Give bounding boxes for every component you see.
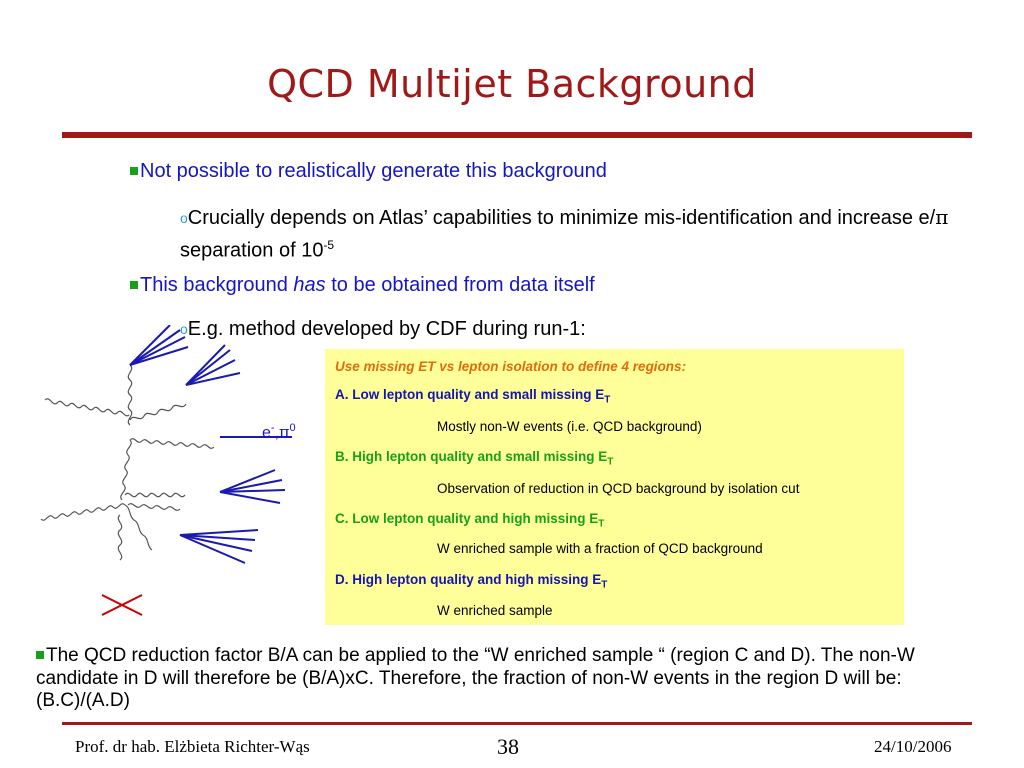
region-c-text: C. Low lepton quality and high missing E bbox=[335, 511, 599, 526]
subbullet-text-tail: separation of 10 bbox=[180, 239, 324, 262]
bullet-text-pre: This background bbox=[140, 274, 294, 296]
page-number: 38 bbox=[497, 734, 519, 759]
pion-charge: 0 bbox=[289, 422, 296, 434]
pi-symbol: π bbox=[935, 205, 949, 229]
gluon-lines bbox=[40, 364, 215, 561]
electron-label: e bbox=[262, 424, 271, 442]
regions-box: Use missing ET vs lepton isolation to de… bbox=[325, 349, 904, 625]
region-c-desc: W enriched sample with a fraction of QCD… bbox=[437, 541, 763, 556]
circle-bullet-icon: o bbox=[180, 210, 188, 226]
regions-header: Use missing ET vs lepton isolation to de… bbox=[335, 359, 687, 374]
subbullet-atlas: oCrucially depends on Atlas’ capabilitie… bbox=[180, 204, 980, 265]
subscript-t: T bbox=[604, 394, 611, 406]
jet-diagram bbox=[40, 325, 292, 616]
region-a-text: A. Low lepton quality and small missing … bbox=[335, 387, 605, 402]
cross-icon bbox=[101, 594, 143, 616]
subscript-t: T bbox=[598, 518, 605, 530]
region-b-desc: Observation of reduction in QCD backgrou… bbox=[437, 481, 800, 496]
region-c-label: C. Low lepton quality and high missing E… bbox=[335, 511, 604, 530]
subscript-t: T bbox=[607, 456, 614, 468]
square-bullet-icon bbox=[36, 651, 44, 659]
square-bullet-icon bbox=[130, 167, 138, 175]
pion-label: π bbox=[279, 422, 290, 442]
bottom-paragraph: The QCD reduction factor B/A can be appl… bbox=[36, 645, 996, 713]
region-a-label: A. Low lepton quality and small missing … bbox=[335, 387, 610, 406]
region-b-label: B. High lepton quality and small missing… bbox=[335, 449, 613, 468]
bottom-text: The QCD reduction factor B/A can be appl… bbox=[36, 645, 915, 711]
slide-title: QCD Multijet Background bbox=[267, 62, 757, 106]
region-d-label: D. High lepton quality and high missing … bbox=[335, 572, 607, 591]
region-b-text: B. High lepton quality and small missing… bbox=[335, 449, 608, 464]
subbullet-text: Crucially depends on Atlas’ capabilities… bbox=[187, 207, 936, 229]
bullet-not-possible: Not possible to realistically generate t… bbox=[130, 160, 607, 183]
bullet-text: Not possible to realistically generate t… bbox=[140, 160, 607, 182]
region-d-text: D. High lepton quality and high missing … bbox=[335, 572, 602, 587]
subbullet-cdf: oE.g. method developed by CDF during run… bbox=[180, 318, 586, 341]
bullet-from-data: This background has to be obtained from … bbox=[130, 274, 595, 297]
title-divider bbox=[62, 132, 972, 138]
region-d-desc: W enriched sample bbox=[437, 603, 553, 618]
square-bullet-icon bbox=[130, 281, 138, 289]
bullet-emphasis: has bbox=[293, 274, 326, 296]
region-a-desc: Mostly non-W events (i.e. QCD background… bbox=[437, 419, 702, 434]
electron-pion-label: e-,π0 bbox=[262, 422, 296, 442]
footer-date: 24/10/2006 bbox=[874, 737, 952, 756]
jet-lines bbox=[129, 325, 292, 564]
circle-bullet-icon: o bbox=[180, 321, 188, 337]
footer-author: Prof. dr hab. Elżbieta Richter-Wąs bbox=[75, 737, 310, 756]
subbullet-text: E.g. method developed by CDF during run-… bbox=[187, 318, 586, 340]
bullet-text-post: to be obtained from data itself bbox=[325, 274, 595, 296]
electron-charge: - bbox=[270, 422, 275, 434]
footer-divider bbox=[62, 722, 972, 725]
exponent: -5 bbox=[323, 238, 335, 252]
subscript-t: T bbox=[601, 579, 608, 591]
